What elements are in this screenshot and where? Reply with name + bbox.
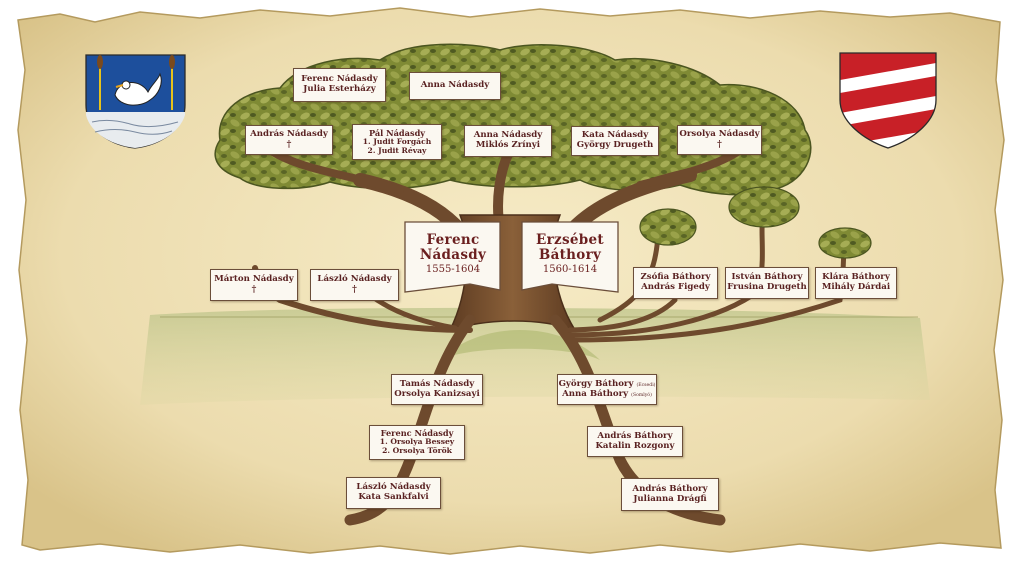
node-orsolya: Orsolya Nádasdy † — [677, 125, 762, 155]
node-kata-line1: Kata Nádasdy — [581, 130, 649, 141]
node-zsofia-line2: András Figedy — [641, 282, 710, 292]
husband-ribbon — [404, 221, 501, 293]
node-anna-bathory-note: (Somlyó) — [631, 392, 652, 398]
node-ferenc-julia-line2: Julia Esterházy — [303, 84, 376, 94]
node-andras-julianna: András Báthory Julianna Drágfi — [621, 478, 719, 511]
node-tamas-line2: Orsolya Kanizsayi — [394, 388, 480, 399]
node-klara-line1: Klára Báthory — [822, 272, 890, 283]
node-zsofia-line1: Zsófia Báthory — [640, 272, 711, 283]
node-ferenc-elder: Ferenc Nádasdy 1. Orsolya Bessey 2. Orso… — [369, 425, 465, 460]
node-tamas-line1: Tamás Nádasdy — [399, 378, 475, 389]
wife-ribbon — [521, 221, 619, 293]
node-laszlo-child: László Nádasdy † — [310, 269, 399, 301]
node-andras-katalin-line2: Katalin Rozgony — [595, 440, 675, 451]
husband-years: 1555-1604 — [425, 263, 481, 275]
node-ferenc-elder-line3: 2. Orsolya Török — [382, 446, 452, 456]
node-gyorgy-anna: György Báthory (Ecsedi) Anna Báthory (So… — [557, 374, 657, 405]
husband-last-name: Nádasdy — [419, 247, 487, 264]
node-kata-line2: György Drugeth — [576, 140, 654, 150]
node-laszlo-kata-line1: László Nádasdy — [356, 482, 431, 493]
node-istvan-line2: Frusina Drugeth — [727, 282, 807, 292]
node-klara-line2: Mihály Dárdai — [821, 282, 891, 292]
node-andras: András Nádasdy † — [245, 125, 333, 155]
node-orsolya-line1: Orsolya Nádasdy — [679, 128, 760, 139]
node-andras-katalin: András Báthory Katalin Rozgony — [587, 426, 683, 457]
node-anna-miklos: Anna Nádasdy Miklós Zrínyi — [464, 125, 552, 157]
node-kata: Kata Nádasdy György Drugeth — [571, 126, 659, 156]
wife-first-name: Erzsébet — [536, 231, 604, 248]
node-pal: Pál Nádasdy 1. Judit Forgách 2. Judit Ré… — [352, 124, 442, 160]
wife-name-ribbon: Erzsébet Báthory 1560-1614 — [527, 228, 613, 280]
node-laszlo-kata: László Nádasdy Kata Sankfalvi — [346, 477, 441, 509]
node-ferenc-julia-line1: Ferenc Nádasdy — [301, 74, 378, 85]
node-istvan-line1: István Báthory — [731, 272, 803, 283]
node-anna-miklos-line2: Miklós Zrínyi — [475, 140, 541, 150]
node-klara: Klára Báthory Mihály Dárdai — [815, 267, 897, 299]
node-laszlo-child-dagger: † — [352, 284, 357, 295]
node-gyorgy-name: György Báthory — [558, 378, 634, 389]
node-pal-line2: 1. Judit Forgách — [362, 136, 432, 146]
node-istvan: István Báthory Frusina Drugeth — [725, 267, 809, 299]
node-gyorgy-anna-line2: Anna Báthory (Somlyó) — [562, 388, 652, 400]
node-pal-line1: Pál Nádasdy — [368, 127, 426, 138]
node-anna-bathory-name: Anna Báthory — [562, 388, 629, 399]
node-laszlo-child-line1: László Nádasdy — [317, 273, 392, 284]
node-ferenc-elder-line1: Ferenc Nádasdy — [380, 428, 454, 439]
wife-last-name: Báthory — [538, 247, 602, 264]
node-anna: Anna Nádasdy — [409, 72, 501, 100]
node-marton: Márton Nádasdy † — [210, 269, 298, 301]
node-marton-line1: Márton Nádasdy — [214, 273, 294, 284]
node-ferenc-elder-line2: 1. Orsolya Bessey — [379, 437, 455, 447]
husband-first-name: Ferenc — [426, 231, 480, 248]
node-anna-line1: Anna Nádasdy — [420, 80, 490, 91]
node-gyorgy-anna-line1: György Báthory (Ecsedi) — [558, 378, 656, 390]
node-pal-line3: 2. Judit Révay — [367, 145, 427, 155]
node-gyorgy-note: (Ecsedi) — [636, 382, 656, 388]
node-zsofia: Zsófia Báthory András Figedy — [633, 267, 718, 299]
node-andras-line1: András Nádasdy — [250, 128, 328, 139]
node-andras-julianna-line2: Julianna Drágfi — [633, 493, 707, 504]
node-anna-miklos-line1: Anna Nádasdy — [473, 130, 543, 141]
husband-name-ribbon: Ferenc Nádasdy 1555-1604 — [410, 228, 496, 280]
node-ferenc-julia: Ferenc Nádasdy Julia Esterházy — [293, 68, 386, 102]
node-laszlo-kata-line2: Kata Sankfalvi — [358, 492, 429, 502]
node-andras-katalin-line1: András Báthory — [597, 430, 673, 441]
node-andras-julianna-line1: András Báthory — [632, 483, 708, 494]
node-orsolya-dagger: † — [717, 139, 722, 150]
wife-years: 1560-1614 — [542, 263, 598, 275]
node-tamas: Tamás Nádasdy Orsolya Kanizsayi — [391, 374, 483, 405]
node-marton-dagger: † — [251, 284, 257, 295]
swan-coat-of-arms-icon — [85, 54, 186, 149]
node-andras-dagger: † — [286, 139, 292, 150]
